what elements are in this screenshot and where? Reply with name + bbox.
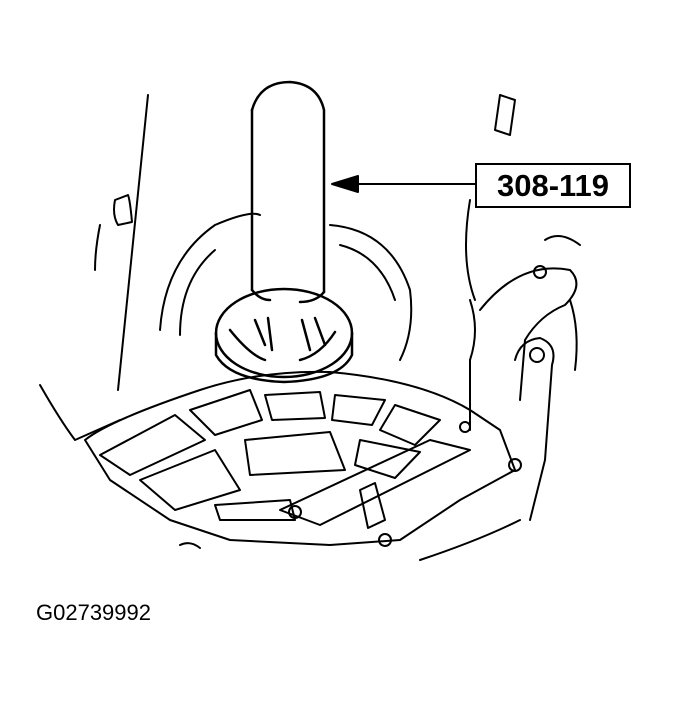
callout-leader xyxy=(331,175,476,193)
housing-outline xyxy=(39,94,581,441)
base-plate xyxy=(84,265,555,561)
figure-id: G02739992 xyxy=(36,600,151,625)
tool-number-callout: 308-119 xyxy=(475,163,631,208)
tool-308-119 xyxy=(214,80,354,384)
